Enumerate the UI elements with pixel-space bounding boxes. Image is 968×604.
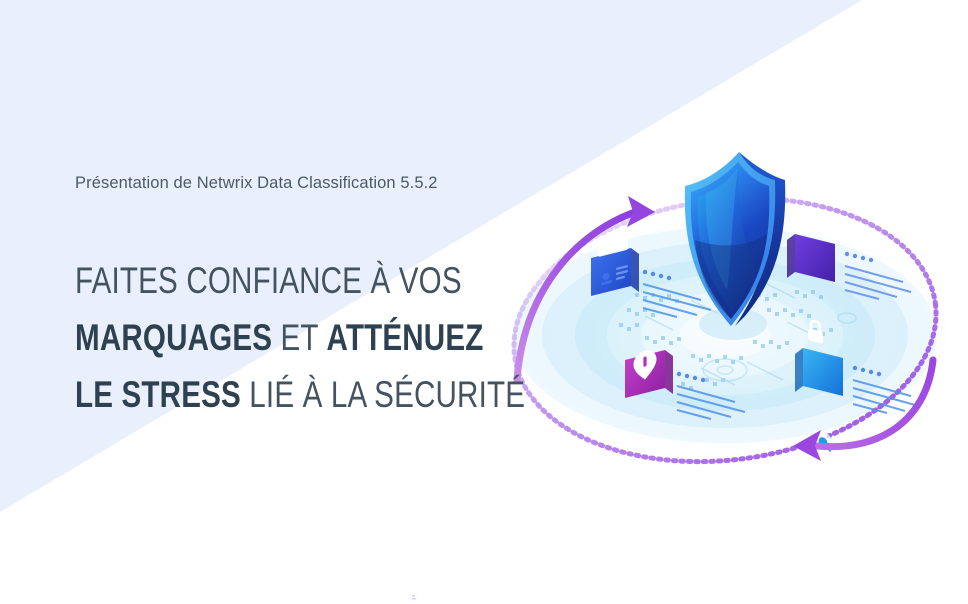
bottom-center-artifact [409,590,419,602]
headline-segment: MARQUAGES [75,317,273,358]
headline-segment: FAITES CONFIANCE À VOS [75,260,462,301]
lock-icon-tile [787,234,912,344]
tag-speed-lines [676,371,746,420]
headline-segment: LE STRESS [75,374,241,415]
headline-segment: ATTÉNUEZ [326,317,484,358]
file-icon-tile [795,348,920,454]
tag-pin-icon [633,350,657,380]
tag-icon-tile [625,350,746,420]
headline-line-2: MARQUAGES ET ATTÉNUEZ [75,309,483,366]
slide-text-block: Présentation de Netwrix Data Classificat… [75,172,525,423]
data-classification-shield-illustration [495,130,955,470]
orbit-arrow-lower-right [793,356,937,461]
headline-line-1: FAITES CONFIANCE À VOS [75,252,462,309]
security-shield [684,152,786,340]
headline-segment: ET [272,317,327,358]
circuit-dot-pattern [619,281,857,390]
id-card-icon-tile [591,230,712,318]
id-card-speed-lines [642,269,712,318]
slide-headline: FAITES CONFIANCE À VOS MARQUAGES ET ATTÉ… [75,252,525,423]
headline-line-3: LE STRESS LIÉ À LA SÉCURITÉ [75,366,525,423]
file-speed-lines [852,365,920,414]
id-card-icon [598,230,628,257]
orbit-arrow-upper-left [513,196,655,384]
headline-segment: LIÉ À LA SÉCURITÉ [240,374,526,415]
lock-icon [808,319,823,344]
slide-eyebrow: Présentation de Netwrix Data Classificat… [75,174,438,192]
lock-speed-lines [844,251,912,300]
